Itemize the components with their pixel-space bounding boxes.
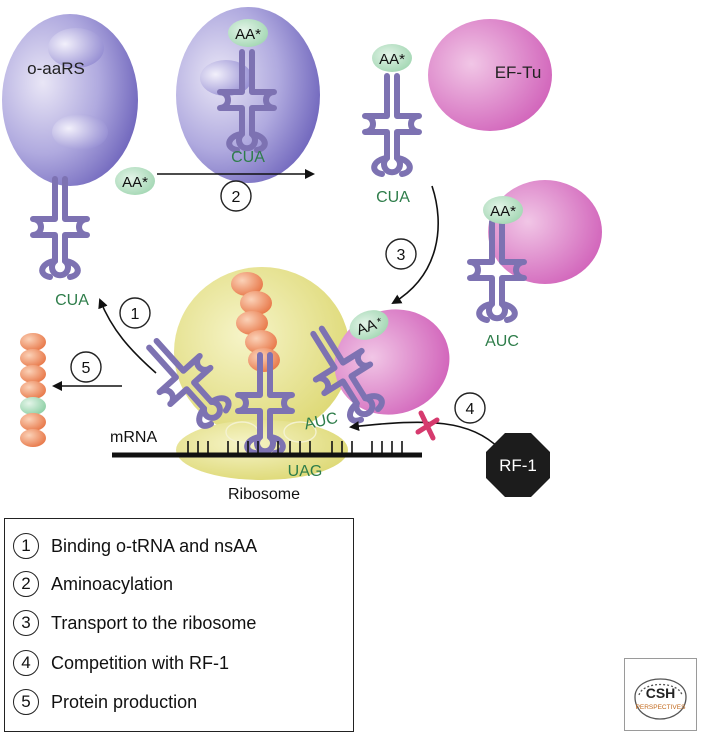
csh-perspectives-logo: CSH PERSPECTIVES bbox=[624, 658, 697, 731]
dna-helix-icon: CSH PERSPECTIVES bbox=[634, 678, 687, 720]
legend-number: 5 bbox=[13, 689, 39, 715]
aa-label: AA* bbox=[379, 51, 405, 68]
codon-uag-label: UAG bbox=[288, 463, 323, 480]
legend-text: Binding o-tRNA and nsAA bbox=[51, 535, 258, 556]
step-4-marker: 4 bbox=[454, 392, 486, 424]
o-aars-enzyme: o-aaRS bbox=[2, 14, 138, 186]
step-1-number: 1 bbox=[131, 306, 140, 323]
step-2-number: 2 bbox=[232, 189, 241, 206]
aa-label: AA* bbox=[122, 174, 148, 191]
aa-label: AA* bbox=[235, 26, 261, 43]
trna-cua-left bbox=[33, 179, 87, 277]
aa-label: AA* bbox=[490, 203, 516, 220]
aa-bubble-ribosome: AA* bbox=[349, 310, 389, 340]
legend-number: 4 bbox=[13, 650, 39, 676]
ef-tu-ternary-complex: AA* AUC bbox=[470, 180, 602, 350]
legend-text: Transport to the ribosome bbox=[51, 612, 257, 633]
anticodon-cua-enzyme: CUA bbox=[231, 149, 265, 166]
aa-bubble-left: AA* bbox=[115, 167, 155, 195]
legend-number: 2 bbox=[13, 571, 39, 597]
legend-text: Aminoacylation bbox=[51, 573, 174, 594]
ef-tu-label: EF-Tu bbox=[495, 63, 542, 82]
finished-protein bbox=[20, 333, 46, 447]
rf1-octagon: RF-1 bbox=[486, 433, 550, 497]
step-3-number: 3 bbox=[397, 247, 406, 264]
legend-item-3: 3 Transport to the ribosome bbox=[13, 606, 256, 640]
logo-perspectives-text: PERSPECTIVES bbox=[636, 704, 687, 711]
legend-item-1: 1 Binding o-tRNA and nsAA bbox=[13, 529, 257, 563]
legend: 1 Binding o-tRNA and nsAA 2 Aminoacylati… bbox=[4, 518, 354, 732]
o-aars-label: o-aaRS bbox=[27, 59, 85, 78]
mrna-label: mRNA bbox=[110, 429, 157, 446]
legend-number: 3 bbox=[13, 610, 39, 636]
rf1-label: RF-1 bbox=[499, 456, 537, 475]
legend-number: 1 bbox=[13, 533, 39, 559]
anticodon-cua-right: CUA bbox=[376, 189, 410, 206]
step-4-number: 4 bbox=[466, 401, 475, 418]
arrow-step-1 bbox=[98, 298, 157, 374]
step-5-number: 5 bbox=[82, 360, 91, 377]
legend-text: Competition with RF-1 bbox=[51, 652, 230, 673]
anticodon-auc-right: AUC bbox=[485, 333, 519, 350]
logo-csh-text: CSH bbox=[646, 685, 676, 701]
mrna-strand bbox=[112, 441, 422, 458]
step-1-marker: 1 bbox=[119, 297, 151, 329]
legend-item-4: 4 Competition with RF-1 bbox=[13, 646, 229, 680]
legend-item-5: 5 Protein production bbox=[13, 685, 197, 719]
aminoacylation-complex: AA* CUA bbox=[176, 7, 320, 183]
arrow-step-3 bbox=[391, 185, 439, 305]
inhibition-cross bbox=[415, 410, 440, 441]
aa-label-ribosome: AA* bbox=[354, 314, 385, 339]
anticodon-auc-ribosome: AUC bbox=[303, 410, 340, 434]
trna-charged-cua-right bbox=[365, 76, 419, 174]
legend-text: Protein production bbox=[51, 691, 198, 712]
step-3-marker: 3 bbox=[385, 238, 417, 270]
legend-item-2: 2 Aminoacylation bbox=[13, 567, 173, 601]
ef-tu-protein: EF-Tu bbox=[428, 19, 552, 131]
arrow-step-4 bbox=[349, 421, 501, 450]
step-5-marker: 5 bbox=[70, 351, 102, 383]
ribosome-label: Ribosome bbox=[228, 486, 300, 503]
nsaa-residue bbox=[20, 397, 46, 415]
anticodon-cua-left: CUA bbox=[55, 292, 89, 309]
aa-bubble-right bbox=[372, 44, 412, 72]
step-2-marker: 2 bbox=[220, 180, 252, 212]
